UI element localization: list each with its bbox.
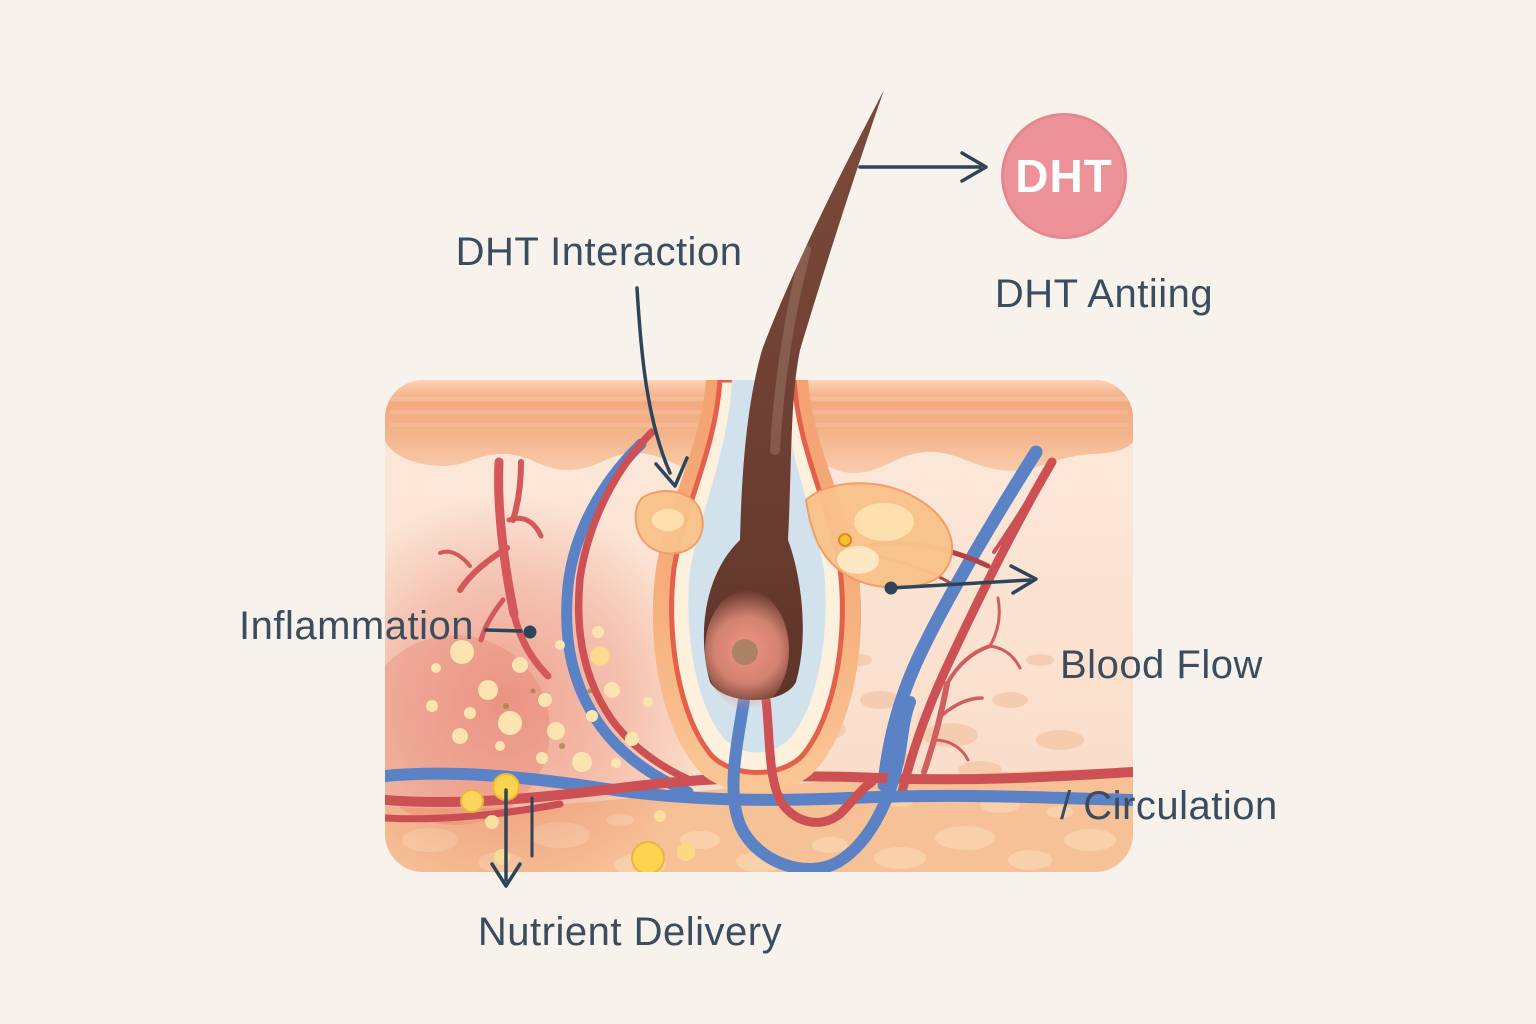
inflammation-connector xyxy=(484,625,537,639)
sebaceous-gland-right xyxy=(804,482,954,589)
blood-flow-label: Blood Flow / Circulation xyxy=(1060,548,1278,877)
hair-shaft-highlight xyxy=(770,245,811,455)
capillary-tree-right xyxy=(921,596,1022,775)
blood-flow-line1: Blood Flow xyxy=(1060,643,1263,687)
vessel-pair-left xyxy=(561,428,698,798)
interaction-arrow xyxy=(635,286,689,488)
nutrient-delivery-label: Nutrient Delivery xyxy=(477,910,783,954)
dermal-papilla xyxy=(732,639,758,665)
dht-badge-text: DHT xyxy=(1015,150,1113,202)
dht-caption-label: DHT Antiing xyxy=(994,272,1214,316)
blood-flow-arrow xyxy=(884,564,1038,595)
capillary-tree-left xyxy=(438,457,552,680)
dht-interaction-label: DHT Interaction xyxy=(455,230,743,274)
hair-shaft xyxy=(703,90,884,700)
inflammation-label: Inflammation xyxy=(239,604,474,648)
blood-flow-line2: / Circulation xyxy=(1060,784,1278,828)
nutrient-dots xyxy=(460,773,695,872)
sebaceous-gland-left xyxy=(634,490,704,555)
gland-secretion-dot xyxy=(838,533,852,547)
dht-arrow xyxy=(858,151,988,183)
nutrient-arrow xyxy=(490,788,534,888)
follicle-vessel-loops xyxy=(727,694,916,872)
inflammation-dots xyxy=(426,626,653,772)
dht-badge: DHT xyxy=(1001,113,1127,239)
